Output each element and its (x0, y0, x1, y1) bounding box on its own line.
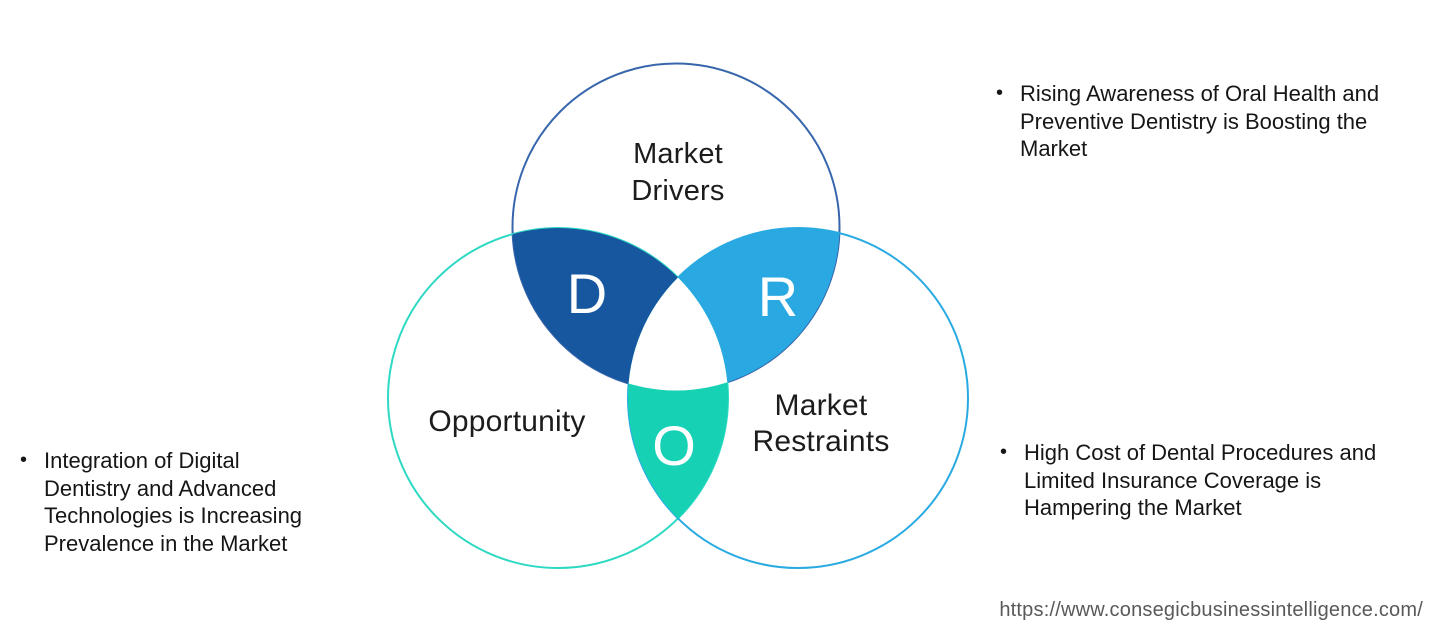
drivers-restraints-overlap-region (628, 228, 840, 391)
market-restraints-label-line1: Market (774, 389, 868, 422)
source-url: https://www.consegicbusinessintelligence… (999, 599, 1423, 621)
opportunity-note-text: Integration of Digital Dentistry and Adv… (44, 447, 302, 557)
restraints-note-line: Hampering the Market (1024, 495, 1242, 520)
opportunity-note-line: Technologies is Increasing (44, 503, 303, 528)
drivers-note-bullet-icon: • (996, 82, 1004, 104)
drivers-note-line: Market (1020, 136, 1088, 161)
drivers-note-line: Rising Awareness of Oral Health and (1020, 81, 1380, 106)
opportunity-label-line1: Opportunity (428, 405, 586, 438)
restraints-note-text: High Cost of Dental Procedures and Limit… (1024, 439, 1376, 522)
opportunity-label: Opportunity (397, 403, 617, 440)
restraints-region-letter: R (757, 265, 799, 328)
drivers-note-line: Preventive Dentistry is Boosting the (1020, 108, 1368, 134)
opportunity-note-line: Prevalence in the Market (44, 530, 288, 556)
market-drivers-label-line2: Drivers (631, 175, 725, 207)
restraints-note-line: Limited Insurance Coverage is (1024, 467, 1322, 493)
drivers-note-text: Rising Awareness of Oral Health and Prev… (1020, 80, 1379, 163)
opportunity-region-letter: O (652, 414, 696, 477)
opportunity-note: • Integration of Digital Dentistry and A… (20, 447, 380, 557)
drivers-opportunity-overlap-region (512, 228, 728, 391)
opportunity-note-line: Dentistry and Advanced (44, 475, 277, 501)
market-restraints-label-line2: Restraints (752, 425, 890, 458)
market-restraints-label: Market Restraints (721, 388, 921, 460)
restraints-note: • High Cost of Dental Procedures and Lim… (1000, 439, 1420, 522)
market-drivers-label-line1: Market (633, 138, 723, 170)
drivers-region-letter: D (566, 262, 608, 325)
restraints-note-bullet-icon: • (1000, 441, 1008, 463)
opportunity-note-line: Integration of Digital (44, 448, 240, 473)
market-drivers-label: Market Drivers (578, 136, 778, 210)
restraints-note-line: High Cost of Dental Procedures and (1024, 440, 1377, 465)
opportunity-note-bullet-icon: • (20, 449, 28, 471)
drivers-note: • Rising Awareness of Oral Health and Pr… (996, 80, 1416, 163)
